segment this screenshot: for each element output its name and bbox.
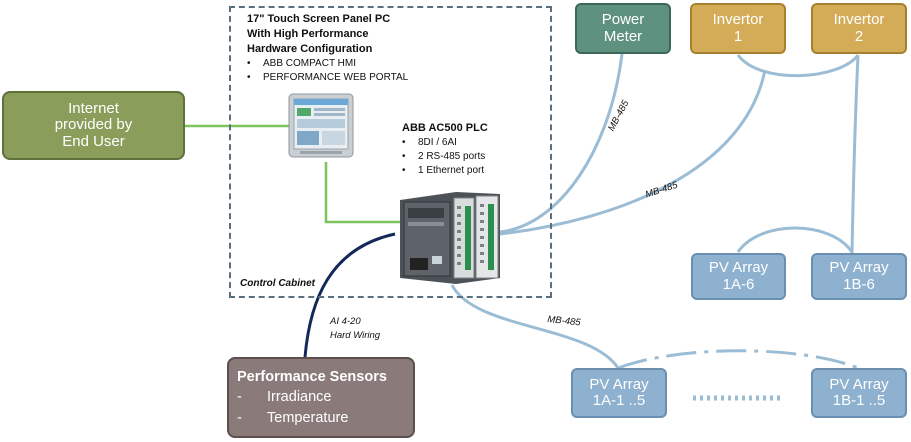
sensor-item: - Irradiance [237,387,413,408]
sensor-item: - Temperature [237,408,413,429]
plc-device-icon [396,186,504,286]
plc-bullet: 8DI / 6AI [402,136,488,150]
panel-pc-title: 17" Touch Screen Panel PC With High Perf… [247,13,391,55]
invertor2-pv-link [850,54,860,254]
control-cabinet-label: Control Cabinet [240,278,315,289]
sensor-wiring [303,232,396,358]
plc-title: ABB AC500 PLC [402,122,488,134]
panel-pc-bullet: ABB COMPACT HMI [247,57,408,71]
control-cabinet [229,6,552,298]
pv-array-1b-6: PV Array 1B-6 [811,253,907,300]
plc-description: ABB AC500 PLC 8DI / 6AI 2 RS-485 ports 1… [402,121,488,178]
sensors-title: Performance Sensors [237,369,387,385]
power-meter-box: Power Meter [575,3,671,54]
invertor-1-box: Invertor 1 [690,3,786,54]
pv-array-1a-6: PV Array 1A-6 [691,253,786,300]
pv-1a6-1b6-link [736,226,854,253]
internet-box: Internet provided by End User [2,91,185,160]
plc-bullets: 8DI / 6AI 2 RS-485 ports 1 Ethernet port [402,136,488,178]
panel-pc-bullets: ABB COMPACT HMI PERFORMANCE WEB PORTAL [247,57,408,85]
panel-pc-bullet: PERFORMANCE WEB PORTAL [247,71,408,85]
pv-string-dashed-link [617,349,859,370]
pv-array-1b-1-5: PV Array 1B-1 ..5 [811,368,907,418]
panel-pc-description: 17" Touch Screen Panel PC With High Perf… [247,12,408,85]
plc-power-meter-link [499,53,624,234]
invertor-2-box: Invertor 2 [811,3,907,54]
hmi-plc-link [324,162,402,224]
performance-sensors-box: Performance Sensors - Irradiance - Tempera… [227,357,415,438]
sensor-name: Irradiance [267,389,332,405]
sensor-dash: - [237,389,242,405]
plc-bullet: 1 Ethernet port [402,164,488,178]
sensor-name: Temperature [267,410,349,426]
hard-wiring-label: Hard Wiring [330,330,381,341]
plc-bullet: 2 RS-485 ports [402,150,488,164]
touch-panel-icon [288,93,354,159]
sensor-dash: - [237,410,242,426]
plc-invertor-link [499,69,767,236]
invertor-bus [736,54,860,78]
plc-pv-string-link [450,284,620,369]
pv-array-1a-1-5: PV Array 1A-1 ..5 [571,368,667,418]
ai-signal-label: AI 4-20 [330,316,361,327]
